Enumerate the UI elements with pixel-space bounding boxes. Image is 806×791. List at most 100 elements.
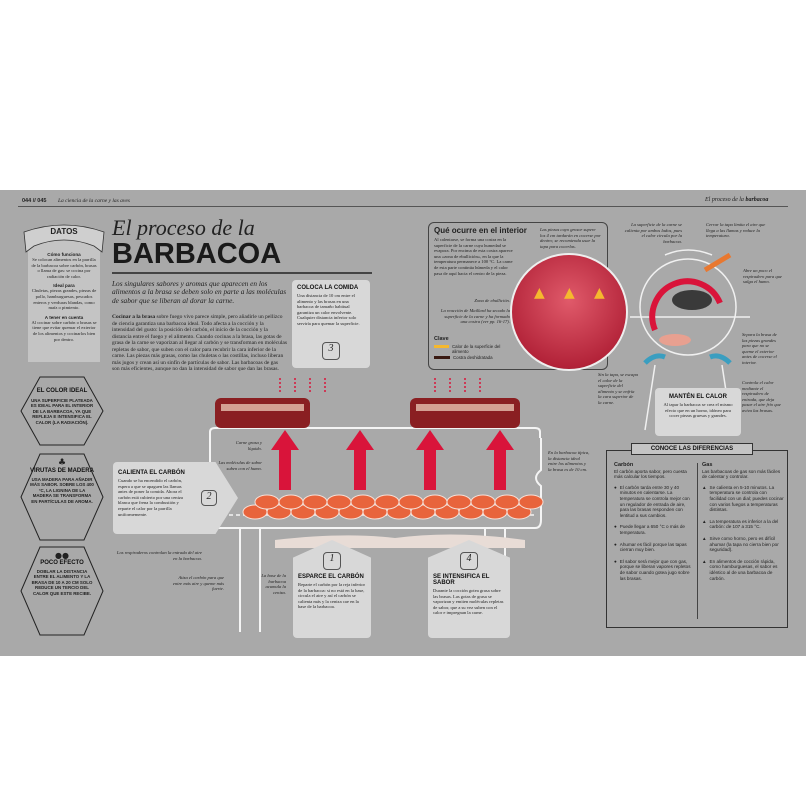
datos-body (28, 234, 100, 362)
step-2-card: CALIENTA EL CARBÓN Cuando se ha encendid… (113, 462, 238, 534)
step-4-card: 4 SE INTENSIFICA EL SABOR Durante la coc… (428, 540, 510, 638)
charcoal-column: Carbón El carbón aporta sabor, pero cues… (614, 462, 694, 581)
step-title: ESPARCE EL CARBÓN (298, 574, 364, 580)
meat-cross-section: ▲ ▲ ▲ (510, 253, 628, 371)
label-base: La base de la barbacoa acumula la ceniza… (261, 573, 286, 595)
step-number-hexagon: 3 (322, 342, 340, 360)
coal (470, 494, 496, 510)
coal (494, 494, 520, 510)
note-control: Controla el calor mediante el respirader… (742, 380, 781, 413)
coal (518, 494, 544, 510)
tip-title: POCO EFECTO (40, 560, 84, 566)
kettle-grill-illustration (630, 249, 750, 431)
meat-piece (672, 290, 712, 310)
datos-heading: Cómo funciona (47, 252, 81, 257)
step-number-hexagon: 2 (201, 490, 217, 506)
coal (278, 494, 304, 510)
key-legend: Calor de la superficie del alimento Cost… (434, 344, 514, 360)
tip-poco-efecto: ●●POCO EFECTO DOBLAR LA DISTANCIA ENTRE … (20, 545, 104, 637)
coals-icon: ●● (55, 551, 69, 560)
note-vent: Abre un poco el respiradero para que sal… (743, 268, 782, 285)
gas-item: Se calienta en 5-10 minutos. La temperat… (709, 484, 784, 513)
key-swatch-heat (434, 345, 449, 348)
tip-text: USA MADERA PARA AÑADIR MÁS SABOR. SOBRE … (30, 477, 94, 504)
key-label: Costra deshidratada (453, 354, 493, 360)
datos-text: Al cocinar sobre carbón o brasas se tien… (31, 319, 97, 342)
label-fat: Carne grasa y líquido. (235, 440, 262, 451)
grill-grate-frame (209, 427, 541, 438)
differences-title: CONOCE LAS DIFERENCIAS (631, 443, 753, 455)
intro-text: Los singulares sabores y aromas que apar… (112, 279, 287, 305)
charcoal-title: Carbón (614, 462, 634, 468)
coal (254, 494, 280, 510)
note-separate: Separa la brasa de las piezas grandes pa… (742, 332, 777, 365)
banner-ribbon-icon (23, 224, 105, 253)
coal (302, 494, 328, 510)
coal-icon: ● (614, 484, 617, 490)
step-text: Cuando se ha encendido el carbón, espera… (118, 478, 183, 517)
heat-arrow (416, 430, 444, 490)
step-title: COLOCA LA COMIDA (297, 285, 359, 291)
step-text: Durante la cocción gotea grasa sobre las… (433, 588, 504, 616)
label-molecules: Las moléculas de sabor suben con el humo… (218, 460, 262, 471)
key-label: Calor de la superficie del alimento (452, 344, 501, 355)
tip-virutas: ♣VIRUTAS DE MADERA USA MADERA PARA AÑADI… (20, 452, 104, 542)
gas-flame-icon: ▲ (702, 518, 707, 524)
steak-right (410, 398, 520, 428)
step-3-card: COLOCA LA COMIDA Una distancia de 10 cm … (292, 280, 370, 368)
title-rule (112, 272, 372, 274)
gas-flame-icon: ▲ (702, 558, 707, 564)
body-lead: Cocinar a la brasa (112, 314, 156, 320)
hexagon-frame-icon (20, 453, 104, 541)
interior-title: Qué ocurre en el interior (434, 226, 527, 235)
step-text: Reparte el carbón por la reja inferior d… (298, 582, 366, 610)
heat-arrow (486, 430, 514, 490)
title-line1: El proceso de la (112, 215, 255, 240)
page-numbers: 044 // 045 (22, 198, 47, 204)
differences-panel: CONOCE LAS DIFERENCIAS Carbón El carbón … (606, 443, 788, 628)
coal-icon: ● (614, 558, 617, 564)
section-title: La ciencia de la carne y las aves (58, 198, 130, 204)
grill-illustration (209, 378, 544, 632)
step-1-card: 1 ESPARCE EL CARBÓN Reparte el carbón po… (293, 540, 371, 638)
tip-title: VIRUTAS DE MADERA (30, 468, 94, 474)
coal (446, 494, 472, 510)
label-distance: En la barbacoa típica, la distancia idea… (548, 450, 590, 472)
datos-heading: Ideal para (53, 283, 75, 289)
label-vents: Los respiraderos controlan la entrada de… (116, 550, 202, 561)
label-no-lid: Sin la tapa, se escapa el calor de la su… (598, 372, 638, 405)
coal-pile (659, 334, 691, 346)
datos-panel: DATOS Cómo funciona Se colocan alimentos… (22, 222, 106, 362)
step-title: CALIENTA EL CARBÓN (118, 470, 185, 476)
tip-text: UNA SUPERFICIE PLATEADA ES IDEAL PARA EL… (30, 398, 94, 425)
label-maillard: La reacción de Maillard ha secado la sup… (440, 308, 510, 325)
charcoal-intro: El carbón aporta sabor, pero cuesta más … (614, 468, 687, 480)
running-title-bold: barbacoa (745, 197, 769, 203)
running-title: El proceso de la barbacoa (705, 197, 768, 203)
air-inflow-arrows (643, 353, 732, 365)
gas-intro: Las barbacoas de gas son más fáciles de … (702, 468, 781, 480)
grill-legs (239, 528, 506, 632)
column-divider (697, 463, 698, 619)
keep-heat-box: MANTÉN EL CALOR Al tapar la barbacoa se … (655, 388, 741, 436)
label-boiling-zone: Zona de ebullición. (474, 298, 510, 303)
gas-column: Gas Las barbacoas de gas son más fáciles… (702, 462, 784, 581)
datos-text: Se colocan alimentos en la parrilla de l… (31, 257, 97, 279)
keep-heat-text: Al tapar la barbacoa se crea el mismo ef… (663, 402, 733, 419)
coal (398, 494, 424, 510)
circulating-heat-arrow (649, 278, 723, 332)
note-lid: Cerrar la tapa limita el aire que llega … (706, 222, 766, 239)
ash-pile (275, 534, 525, 548)
gas-flame-icon: ▲ (702, 484, 707, 490)
charcoal-item: El carbón tarda entre 30 y 40 minutos en… (619, 484, 690, 518)
coal (326, 494, 352, 510)
wood-chips-icon: ♣ (57, 458, 67, 468)
heat-triangle-icon: ▲ (534, 285, 545, 301)
body-text: Cocinar a la brasa sobre fuego vivo pare… (112, 314, 287, 373)
header-rule (18, 206, 788, 207)
step-text: Una distancia de 10 cm entre el alimento… (297, 293, 360, 326)
step-number-hexagon: 1 (323, 552, 341, 570)
hexagon-frame-icon (20, 376, 104, 446)
label-stir: Atiza el carbón para que entre más aire … (172, 575, 224, 592)
charcoal-item: Puede llegar a 650 °C o más de temperatu… (619, 524, 685, 535)
